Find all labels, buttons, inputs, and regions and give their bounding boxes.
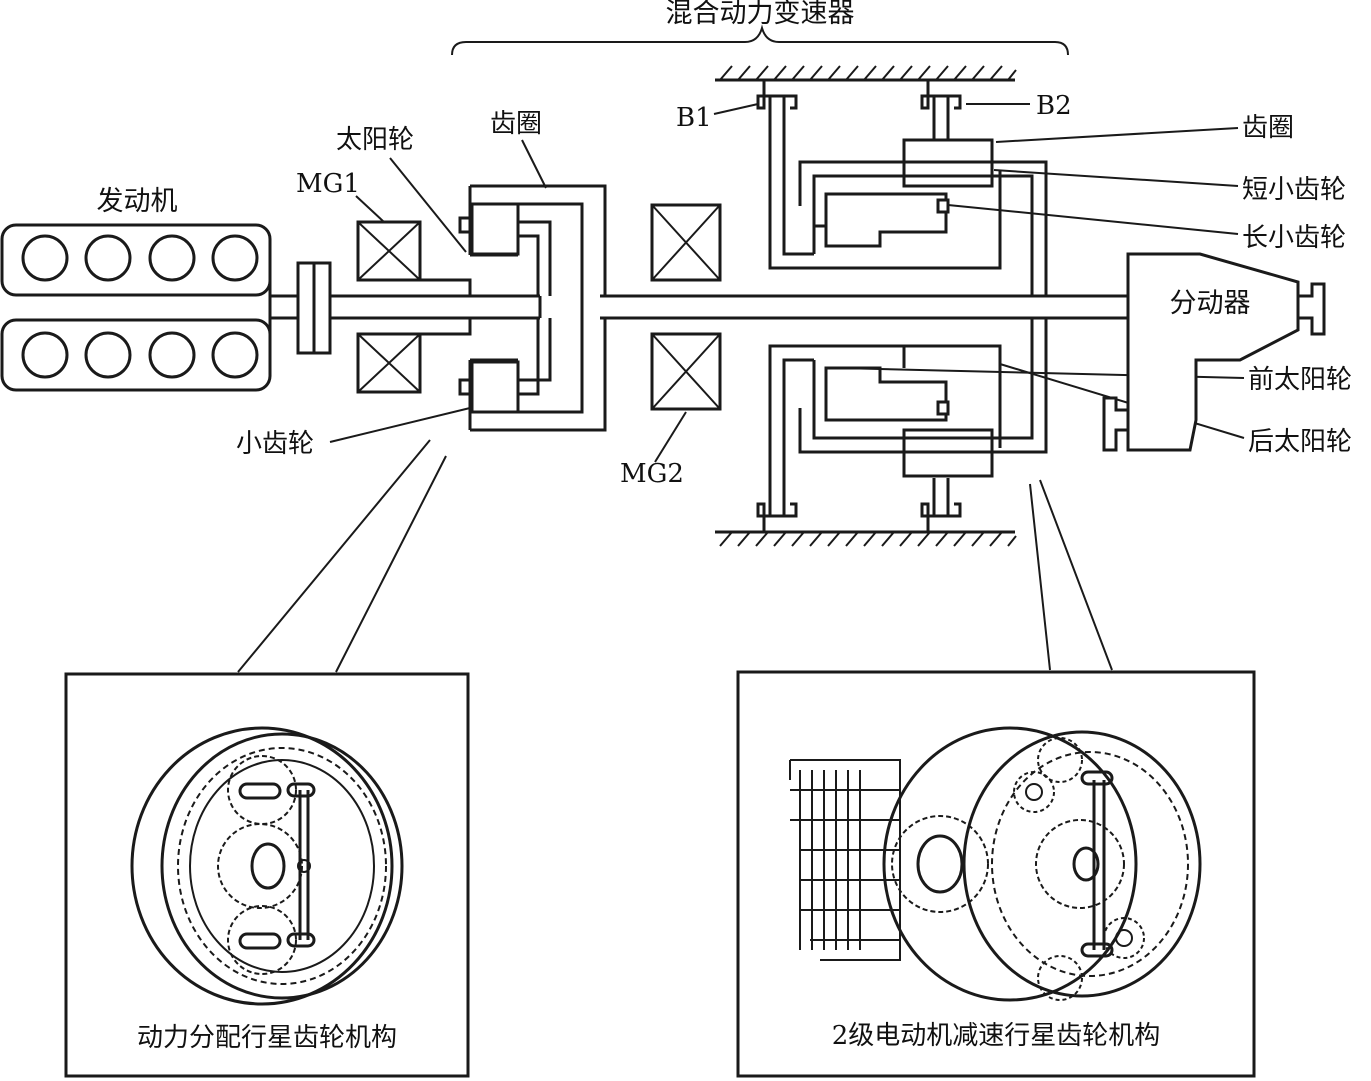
b2-label: B2 — [1036, 91, 1072, 121]
left-inset — [64, 672, 470, 1078]
sun-gear-label: 太阳轮 — [336, 125, 414, 155]
ring-gear-right-label: 齿圈 — [1242, 113, 1294, 143]
b1-label: B1 — [676, 103, 712, 133]
brake-b1 — [756, 80, 798, 532]
mg1-label: MG1 — [296, 169, 360, 199]
right-callout-lines — [1029, 479, 1113, 671]
reduction-planetary — [768, 130, 1048, 486]
transmission-title: 混合动力变速器 — [666, 0, 855, 29]
left-callout-lines — [237, 439, 447, 673]
brake-b2 — [920, 80, 962, 532]
transfer-case — [1102, 252, 1326, 452]
power-split-gear-illustration — [130, 726, 404, 1006]
mg1-motor — [356, 220, 472, 394]
engine-block — [0, 223, 272, 392]
housing-top — [715, 65, 1017, 82]
main-shaft — [270, 294, 1130, 320]
long-pinion-label: 长小齿轮 — [1242, 223, 1346, 253]
title-brace — [451, 24, 1069, 56]
transfer-label: 分动器 — [1170, 288, 1251, 319]
mg2-label: MG2 — [620, 459, 684, 489]
left-inset-caption: 动力分配行星齿轮机构 — [137, 1023, 397, 1053]
engine-label: 发动机 — [97, 186, 178, 217]
front-sun-label: 前太阳轮 — [1248, 365, 1352, 395]
rear-sun-label: 后太阳轮 — [1248, 427, 1352, 457]
right-inset — [736, 670, 1256, 1078]
right-inset-caption: 2级电动机减速行星齿轮机构 — [832, 1021, 1161, 1051]
mg2-motor — [650, 203, 722, 411]
short-pinion-label: 短小齿轮 — [1242, 175, 1346, 205]
pinion-label: 小齿轮 — [236, 429, 314, 459]
housing-bottom — [715, 530, 1017, 547]
ring-gear-left-label: 齿圈 — [490, 109, 542, 139]
power-split-planetary — [458, 184, 607, 432]
reduction-gear-illustration — [789, 726, 1202, 1002]
